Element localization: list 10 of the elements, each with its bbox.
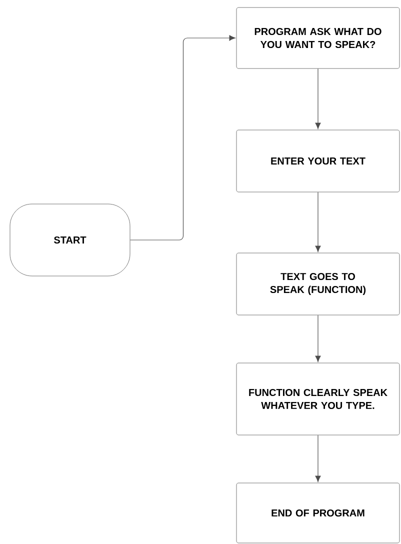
process-box: ENTER YOUR TEXT	[236, 130, 400, 192]
process-box: FUNCTION CLEARLY SPEAK WHATEVER YOU TYPE.	[236, 362, 400, 436]
arrow	[315, 434, 321, 482]
arrow	[315, 314, 321, 362]
arrow	[130, 35, 236, 240]
process-box: END OF PROGRAM	[236, 482, 400, 544]
arrow	[315, 192, 321, 252]
arrow	[315, 68, 321, 129]
process-box: TEXT GOES TO SPEAK (FUNCTION)	[236, 252, 400, 316]
process-box: PROGRAM ASK WHAT DO YOU WANT TO SPEAK?	[236, 7, 400, 69]
